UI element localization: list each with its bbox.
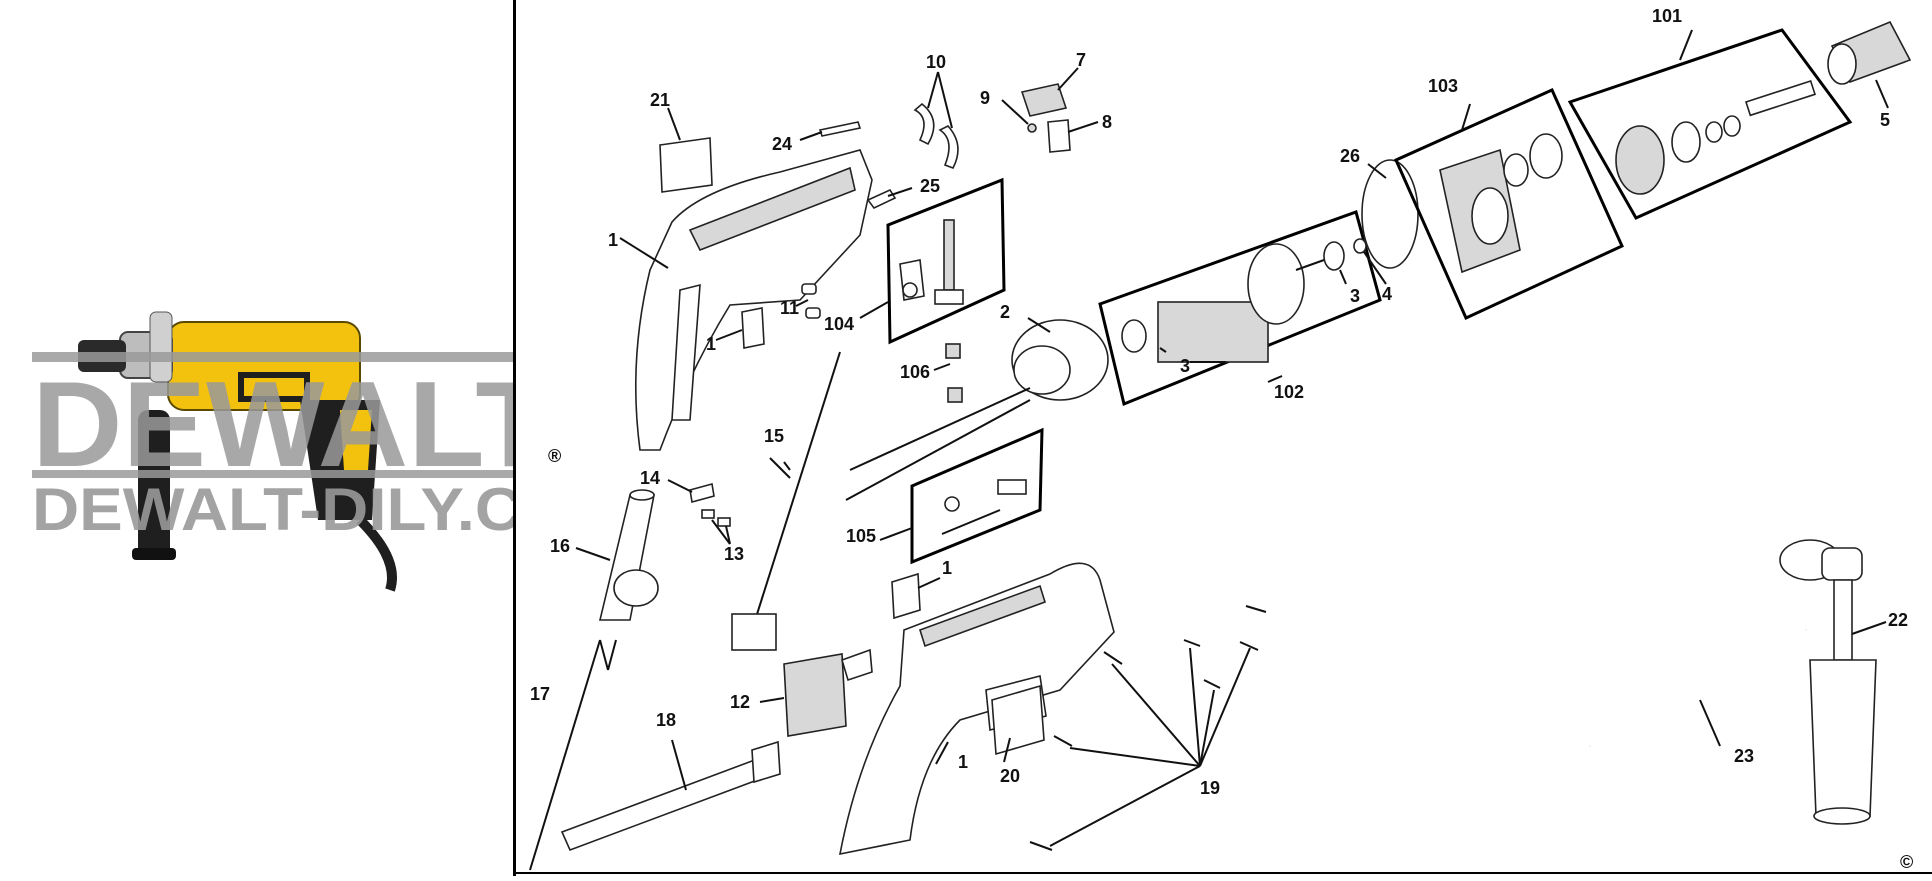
callout-3: 3: [1350, 286, 1360, 306]
callout-20: 20: [1000, 766, 1020, 786]
housing-half-bottom: [838, 562, 1115, 856]
registered-mark: ®: [548, 446, 561, 466]
product-photo-panel: DEWALT DEWALT-DILY.CZ: [0, 0, 562, 876]
callout-1: 1: [608, 230, 618, 250]
callout-21: 21: [650, 90, 670, 110]
small-part-1: [715, 307, 765, 349]
washer-3: [1323, 241, 1347, 285]
small-part-1-bottom: [891, 572, 941, 620]
drill-illustration: [78, 311, 397, 592]
part-5-keyless-chuck: [1827, 20, 1912, 109]
callout-5: 5: [1880, 110, 1890, 130]
part-23-depth-rod: [1589, 628, 1807, 748]
callout-1: 1: [706, 334, 716, 354]
callout-10: 10: [926, 52, 946, 72]
assembly-box-105: [879, 427, 1044, 565]
callout-7: 7: [1076, 50, 1086, 70]
callout-9: 9: [980, 88, 990, 108]
callout-15: 15: [764, 426, 784, 446]
part-11-pins: [795, 283, 821, 319]
assembly-box-103-gearbox: [1394, 88, 1624, 321]
part-20-label: [991, 684, 1045, 763]
part-18-bracket: [560, 739, 781, 852]
part-15-cable: [731, 351, 841, 651]
callout-8: 8: [1102, 112, 1112, 132]
callout-12: 12: [730, 692, 750, 712]
parts-7-8-9: [1001, 67, 1099, 153]
callout-105: 105: [846, 526, 876, 546]
callout-1: 1: [958, 752, 968, 772]
callout-2: 2: [1000, 302, 1010, 322]
part-19-screws: [1029, 605, 1267, 851]
housing-half-top: [619, 149, 873, 451]
callout-26: 26: [1340, 146, 1360, 166]
part-26-oring: [1361, 159, 1419, 269]
callout-4: 4: [1382, 284, 1392, 304]
callout-18: 18: [656, 710, 676, 730]
callout-23: 23: [1734, 746, 1754, 766]
assembly-box-101-chuck: [1567, 28, 1853, 220]
callout-103: 103: [1428, 76, 1458, 96]
part-4-washer: [1353, 238, 1387, 285]
part-10-clips: [913, 71, 959, 169]
drill-photo: DEWALT DEWALT-DILY.CZ: [32, 311, 562, 592]
callout-101: 101: [1652, 6, 1682, 26]
callout-3: 3: [1180, 356, 1190, 376]
part-21-label: [659, 107, 713, 193]
copyright-mark: ©: [1900, 852, 1913, 872]
callout-22: 22: [1888, 610, 1908, 630]
part-106-brushes: [933, 343, 963, 403]
callout-19: 19: [1200, 778, 1220, 798]
callout-1: 1: [942, 558, 952, 578]
callout-24: 24: [772, 134, 792, 154]
part-25: [866, 187, 913, 210]
callout-104: 104: [824, 314, 854, 334]
callout-17: 17: [530, 684, 550, 704]
part-17-rod: [529, 639, 617, 871]
assembly-box-102-armature: [1098, 210, 1382, 407]
part-2-stator: [845, 317, 1109, 501]
callout-16: 16: [550, 536, 570, 556]
brand-logo: DEWALT: [32, 356, 513, 492]
callout-labels: 1 1 1 1 2 3 3 4 5 7 8 9 10 11 12 13 14 1…: [530, 6, 1908, 798]
callout-13: 13: [724, 544, 744, 564]
brand-website: DEWALT-DILY.CZ: [32, 476, 513, 543]
callout-102: 102: [1274, 382, 1304, 402]
part-24: [799, 121, 862, 141]
callout-11: 11: [780, 298, 799, 318]
callout-14: 14: [640, 468, 660, 488]
panel-divider: [513, 0, 516, 876]
assembly-box-104: [859, 177, 1006, 345]
parts-13-14: [667, 479, 731, 545]
callout-25: 25: [920, 176, 940, 196]
callout-106: 106: [900, 362, 930, 382]
part-12-switch: [759, 648, 873, 737]
part-16-tube: [575, 489, 659, 621]
part-22-side-handle: [1779, 539, 1887, 825]
